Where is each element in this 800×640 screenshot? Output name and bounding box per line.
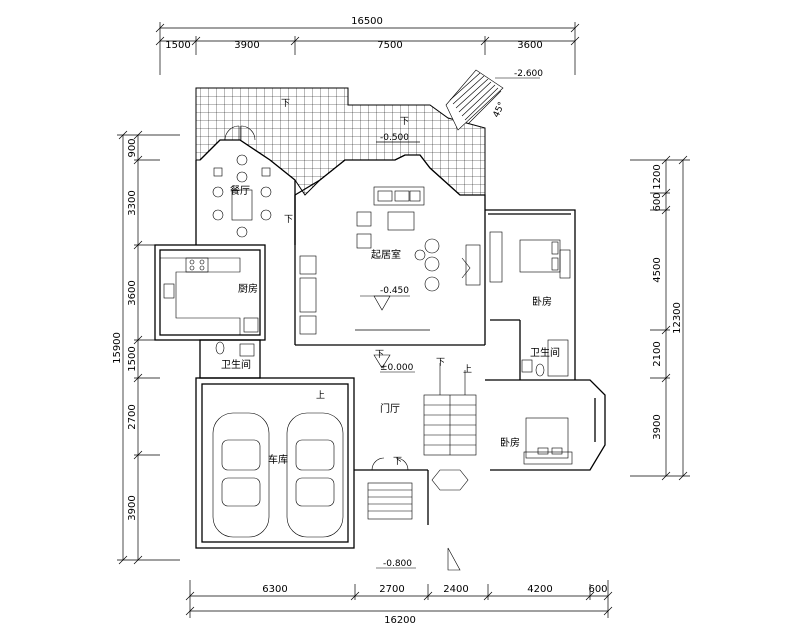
- bed-lower: [523, 417, 573, 465]
- dim-bottom-seg: 6300: [262, 584, 287, 595]
- dim-top-seg: 3900: [234, 40, 259, 51]
- entry-steps: [367, 457, 413, 520]
- dim-left-seg: 2700: [127, 404, 138, 429]
- dim-left-seg: 3300: [127, 190, 138, 215]
- room-label-dining: 餐厅: [230, 184, 250, 197]
- dim-left-seg: 1500: [127, 346, 138, 371]
- left-dimension-lines: [117, 130, 180, 565]
- dim-right-seg: 2100: [652, 341, 663, 366]
- level-living: -0.450: [380, 286, 409, 296]
- bed-upper: [489, 231, 571, 283]
- up-marker: 上: [316, 390, 325, 401]
- room-label-bathroom-left: 卫生间: [221, 358, 251, 371]
- dim-bottom-seg: 2700: [379, 584, 404, 595]
- level-stair-exit: -2.600: [514, 69, 543, 79]
- dim-bottom-total: 16200: [384, 615, 416, 626]
- down-marker: 下: [436, 358, 445, 368]
- dining-table: [212, 154, 272, 238]
- interior-stair: [423, 363, 477, 491]
- dim-right-seg: 600: [652, 192, 663, 211]
- bath-right-fixtures: [521, 339, 569, 377]
- dining-door: [224, 125, 256, 141]
- garage-cars: [212, 412, 344, 538]
- dim-left-seg: 3900: [127, 495, 138, 520]
- dim-top-seg: 3600: [517, 40, 542, 51]
- room-label-bedroom-upper: 卧房: [532, 295, 552, 308]
- bottom-dimension-lines: [185, 580, 613, 618]
- down-marker: 下: [393, 457, 402, 467]
- angle-label: 45°: [492, 101, 508, 120]
- level-symbols: [360, 295, 461, 571]
- level-terrace: -0.500: [380, 133, 409, 143]
- dim-left-seg: 900: [127, 138, 138, 157]
- exterior-stair: [445, 69, 540, 131]
- dim-top-total: 16500: [351, 16, 383, 27]
- room-label-garage: 车库: [268, 453, 288, 466]
- down-marker: 下: [400, 117, 409, 127]
- room-label-living: 起居室: [371, 248, 401, 261]
- kitchen-counter: [160, 257, 259, 335]
- dim-bottom-seg: 600: [588, 584, 607, 595]
- dim-right-total: 12300: [672, 302, 683, 334]
- down-marker: 下: [375, 350, 384, 360]
- dim-top-seg: 7500: [377, 40, 402, 51]
- up-marker: 上: [463, 364, 472, 375]
- down-marker: 下: [281, 99, 290, 109]
- room-label-bathroom-right: 卫生间: [530, 346, 560, 359]
- dim-top-seg: 1500: [165, 40, 190, 51]
- dim-bottom-seg: 4200: [527, 584, 552, 595]
- living-armchairs: [299, 255, 317, 335]
- level-entry: -0.800: [383, 559, 412, 569]
- dim-right-seg: 4500: [652, 257, 663, 282]
- room-label-kitchen: 厨房: [238, 282, 258, 295]
- dim-right-seg: 1200: [652, 164, 663, 189]
- room-label-bedroom-lower: 卧房: [500, 436, 520, 449]
- dim-left-total: 15900: [112, 332, 123, 364]
- bath-left-fixtures: [215, 341, 255, 357]
- level-foyer: ±0.000: [380, 363, 414, 373]
- exterior-walls: [154, 139, 606, 549]
- top-dimension-lines: [155, 22, 580, 75]
- down-marker: 下: [284, 215, 293, 225]
- room-label-foyer: 门厅: [380, 402, 400, 415]
- living-sofa: [356, 186, 481, 292]
- dim-right-seg: 3900: [652, 414, 663, 439]
- right-dimension-lines: [630, 155, 690, 481]
- dim-left-seg: 3600: [127, 280, 138, 305]
- dim-bottom-seg: 2400: [443, 584, 468, 595]
